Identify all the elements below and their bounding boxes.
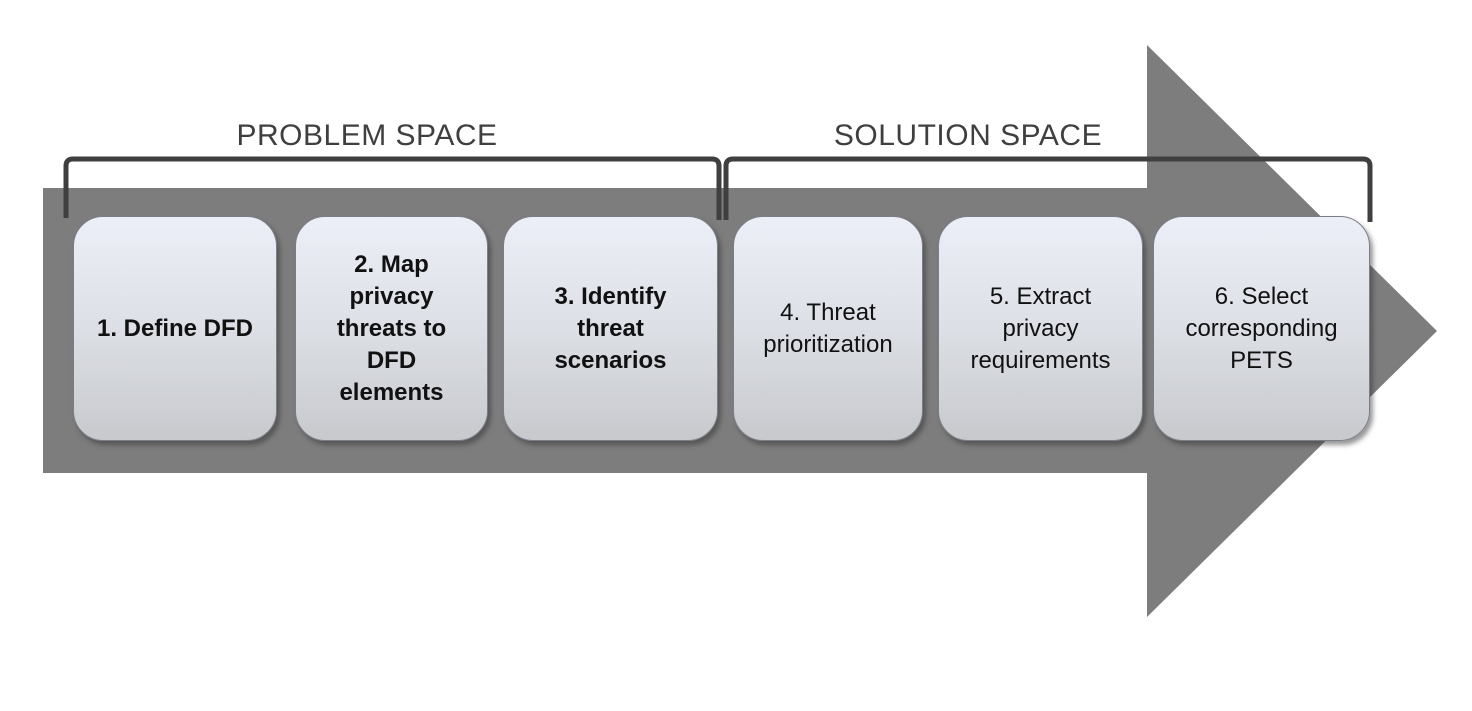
problem-space-label: PROBLEM SPACE — [236, 119, 498, 152]
step-box-threat-prioritization: 4. Threat prioritization — [733, 216, 923, 441]
step-box-extract-privacy-requirements: 5. Extract privacy requirements — [938, 216, 1143, 441]
step-box-define-dfd: 1. Define DFD — [73, 216, 277, 441]
solution-space-label: SOLUTION SPACE — [833, 119, 1103, 152]
step-box-identify-threat-scenarios: 3. Identify threat scenarios — [503, 216, 718, 441]
step-box-map-privacy-threats: 2. Map privacy threats to DFD elements — [295, 216, 488, 441]
step-box-select-corresponding-pets: 6. Select corresponding PETS — [1153, 216, 1370, 441]
